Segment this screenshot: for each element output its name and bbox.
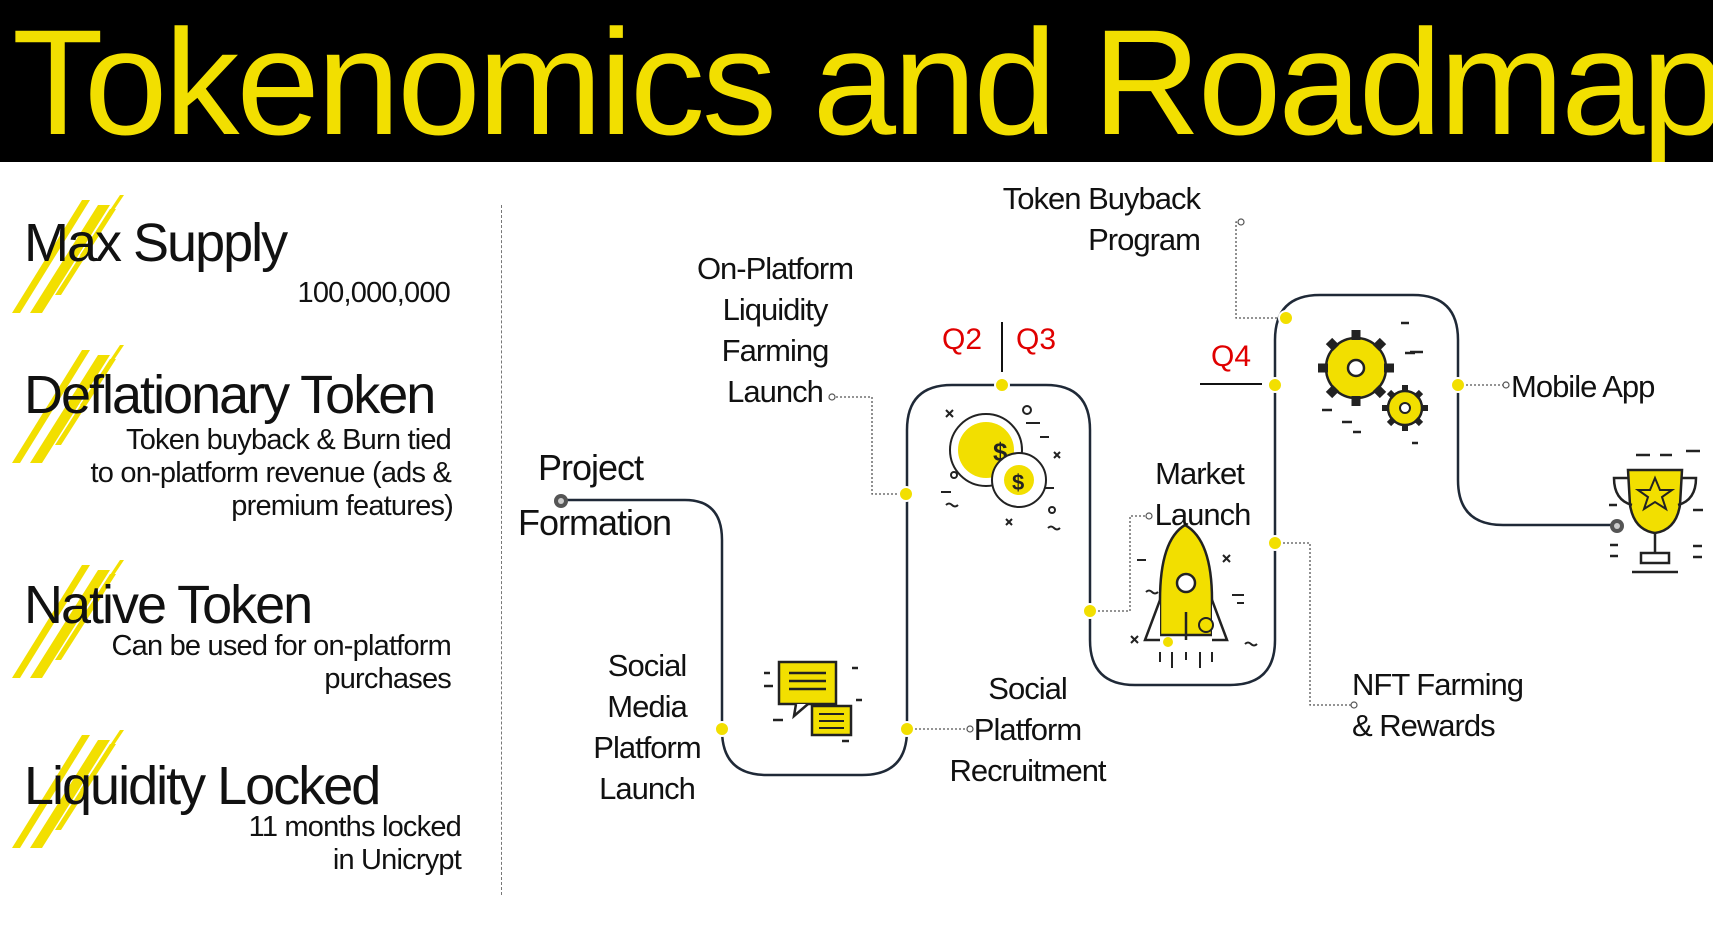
milestone-label-line: Liquidity bbox=[722, 292, 829, 327]
milestone-liquidity-farming: On-Platform Liquidity Farming Launch bbox=[690, 248, 860, 412]
connector bbox=[1090, 515, 1149, 612]
tokenomics-detail: to on-platform revenue (ads & bbox=[90, 457, 452, 489]
milestone-dot bbox=[1278, 310, 1294, 326]
connector bbox=[832, 396, 906, 495]
milestone-label-line: Mobile App bbox=[1511, 369, 1655, 404]
svg-text:$: $ bbox=[1012, 470, 1024, 495]
milestone-dot bbox=[1267, 535, 1283, 551]
connector bbox=[1275, 542, 1354, 706]
milestone-token-buyback: Token Buyback Program bbox=[990, 178, 1201, 260]
tokenomics-detail: premium features) bbox=[231, 490, 454, 522]
milestone-label-line: Market bbox=[1155, 456, 1245, 491]
milestone-recruitment: Social Platform Recruitment bbox=[940, 668, 1115, 791]
milestone-label-line: Launch bbox=[1154, 497, 1252, 532]
lightning-slash-icon bbox=[12, 730, 124, 848]
milestone-label-line: Social bbox=[988, 671, 1067, 706]
tokenomics-heading: Max Supply bbox=[24, 213, 288, 273]
milestone-dot bbox=[898, 486, 914, 502]
gears-icon bbox=[1318, 321, 1428, 445]
tokenomics-liquidity-locked: Liquidity Locked 11 months locked in Uni… bbox=[10, 730, 465, 876]
milestone-label-line: Launch bbox=[599, 771, 696, 806]
tokenomics-detail: in Unicrypt bbox=[332, 844, 462, 876]
milestone-dot bbox=[714, 721, 730, 737]
lightning-slash-icon bbox=[12, 345, 124, 463]
tokenomics-detail: 11 months locked bbox=[248, 811, 462, 843]
quarter-label-q2: Q2 bbox=[942, 323, 983, 356]
milestone-market-launch: Market Launch bbox=[1145, 453, 1260, 535]
milestone-label-line: On-Platform bbox=[696, 251, 854, 286]
milestone-social-media-launch: Social Media Platform Launch bbox=[575, 645, 719, 809]
milestone-label-line: Platform bbox=[973, 712, 1082, 747]
column-divider bbox=[501, 205, 502, 895]
milestone-label-line: Program bbox=[1088, 222, 1201, 257]
tokenomics-detail: Token buyback & Burn tied bbox=[126, 424, 452, 456]
tokenomics-detail: 100,000,000 bbox=[297, 277, 451, 309]
quarter-label-q4: Q4 bbox=[1211, 340, 1252, 373]
milestone-label-line: & Rewards bbox=[1352, 708, 1496, 743]
milestone-dot bbox=[899, 721, 915, 737]
milestone-dot bbox=[1267, 377, 1283, 393]
connector bbox=[1235, 221, 1286, 319]
milestone-nft-farming: NFT Farming & Rewards bbox=[1352, 664, 1542, 746]
lightning-slash-icon bbox=[12, 195, 124, 313]
page-title: Tokenomics and Roadmap bbox=[12, 0, 1713, 162]
roadmap-path bbox=[560, 293, 1614, 777]
milestone-dot bbox=[994, 377, 1010, 393]
milestone-label-line: NFT Farming bbox=[1352, 667, 1524, 702]
milestone-label-line: Token Buyback bbox=[1002, 181, 1201, 216]
quarter-label-q3: Q3 bbox=[1016, 323, 1057, 356]
milestone-mobile-app: Mobile App bbox=[1511, 366, 1655, 407]
milestone-label-line: Project bbox=[538, 447, 644, 488]
chat-messages-icon bbox=[764, 660, 862, 743]
milestone-label-line: Farming bbox=[721, 333, 830, 368]
milestone-dot bbox=[1450, 377, 1466, 393]
milestone-label-line: Platform bbox=[593, 730, 701, 765]
tokenomics-heading: Native Token bbox=[24, 575, 313, 635]
tokenomics-heading: Liquidity Locked bbox=[24, 756, 381, 816]
milestone-label-line: Formation bbox=[518, 502, 672, 543]
tokenomics-deflationary: Deflationary Token Token buyback & Burn … bbox=[10, 345, 455, 522]
milestone-dot bbox=[1082, 603, 1098, 619]
milestone-label-line: Launch bbox=[727, 374, 824, 409]
tokenomics-detail: Can be used for on-platform bbox=[111, 630, 452, 662]
milestone-project-formation: Project Formation bbox=[518, 440, 678, 550]
tokenomics-max-supply: Max Supply 100,000,000 bbox=[10, 195, 455, 313]
milestone-label-line: Recruitment bbox=[949, 753, 1106, 788]
tokenomics-native-token: Native Token Can be used for on-platform… bbox=[10, 560, 455, 695]
tokenomics-detail: purchases bbox=[324, 663, 451, 695]
lightning-slash-icon bbox=[12, 560, 124, 678]
header-banner: Tokenomics and Roadmap bbox=[0, 0, 1713, 162]
trophy-icon bbox=[1609, 449, 1703, 574]
tokenomics-heading: Deflationary Token bbox=[24, 365, 436, 425]
coins-icon: $ $ bbox=[941, 405, 1061, 531]
milestone-label-line: Media bbox=[607, 689, 687, 724]
rocket-icon bbox=[1130, 523, 1258, 668]
milestone-label-line: Social bbox=[607, 648, 687, 683]
